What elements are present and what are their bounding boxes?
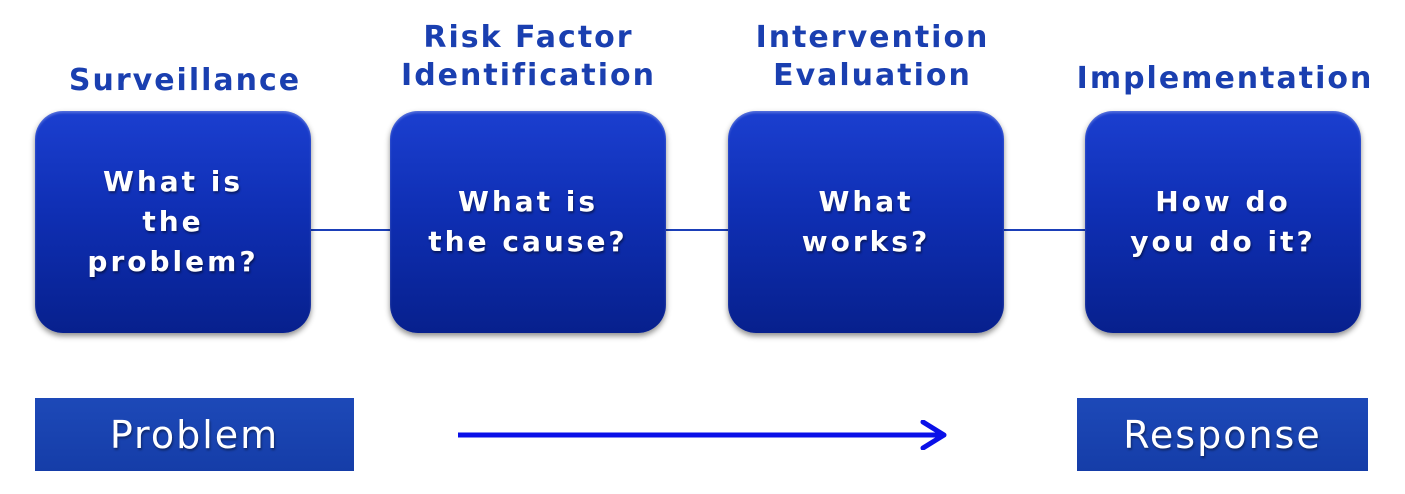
stage-heading-risk-factor: Risk Factor Identification	[401, 20, 656, 93]
stage-question: What works?	[801, 185, 931, 258]
flow-arrow	[458, 420, 947, 450]
problem-label: Problem	[35, 398, 354, 471]
stage-box-implementation: How do you do it?	[1085, 111, 1361, 333]
connector-line	[310, 229, 392, 231]
stage-heading-implementation: Implementation	[1076, 61, 1374, 96]
stage-box-intervention: What works?	[728, 111, 1004, 333]
stage-box-risk-factor: What is the cause?	[390, 111, 666, 333]
stage-question: How do you do it?	[1130, 185, 1316, 258]
arrow-head	[920, 420, 947, 450]
connector-line	[665, 229, 729, 231]
stage-heading-surveillance: Surveillance	[68, 63, 302, 98]
connector-line	[1003, 229, 1086, 231]
response-label: Response	[1077, 398, 1368, 471]
stage-heading-intervention: Intervention Evaluation	[755, 20, 990, 93]
stage-box-surveillance: What is the problem?	[35, 111, 311, 333]
stage-question: What is the problem?	[87, 165, 259, 278]
stage-question: What is the cause?	[428, 185, 628, 258]
